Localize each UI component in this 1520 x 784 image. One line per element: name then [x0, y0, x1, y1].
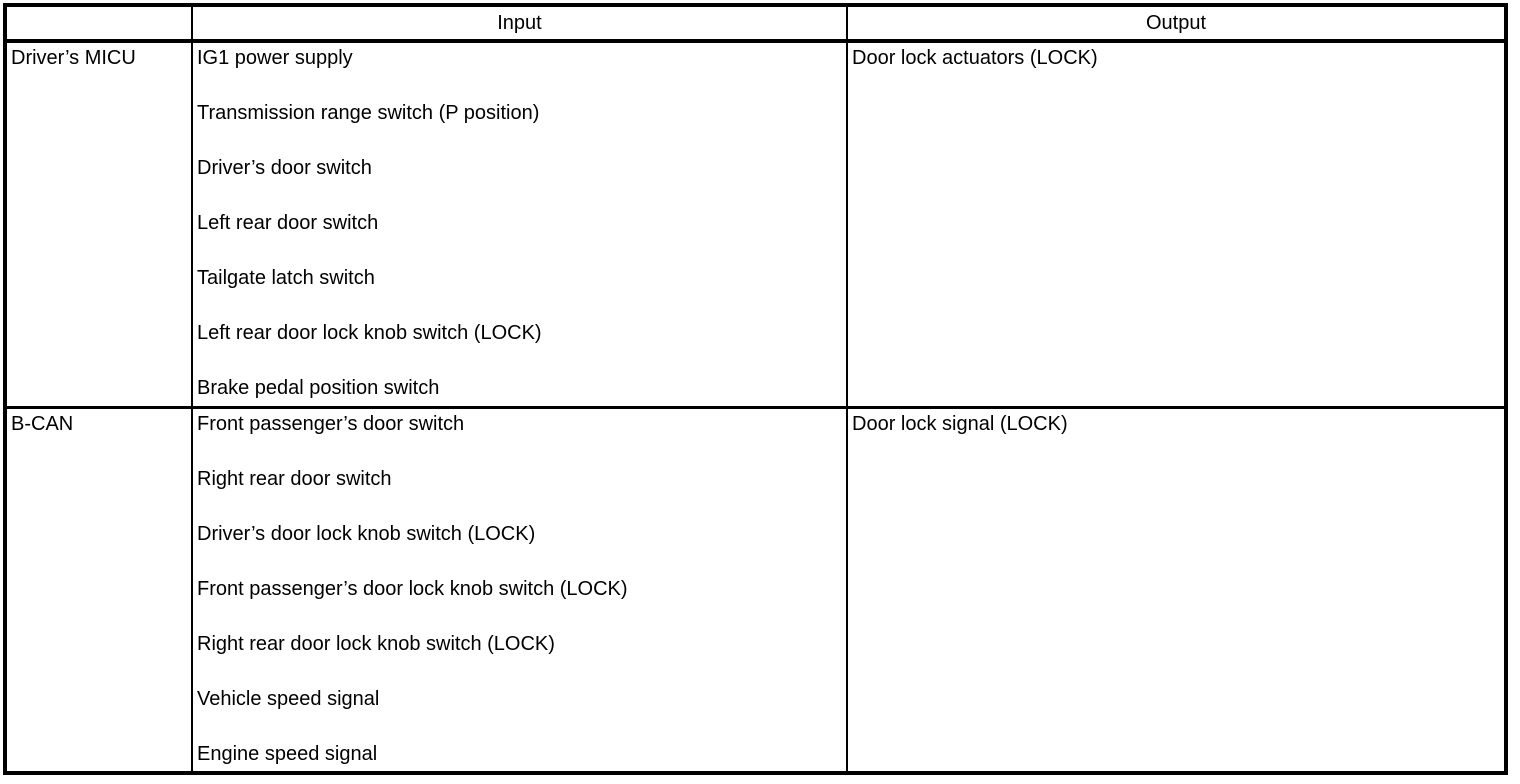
source-cell: Driver’s MICU	[4, 40, 193, 409]
source-label: Driver’s MICU	[11, 47, 136, 69]
input-item: Front passenger’s door lock knob switch …	[197, 578, 628, 600]
header-output-cell: Output	[846, 4, 1507, 43]
input-item: Transmission range switch (P position)	[197, 102, 540, 124]
source-label: B-CAN	[11, 413, 74, 435]
input-item: Driver’s door lock knob switch (LOCK)	[197, 523, 536, 545]
source-cell: B-CAN	[4, 406, 193, 774]
input-item: IG1 power supply	[197, 47, 353, 69]
input-item: Brake pedal position switch	[197, 377, 440, 399]
output-cell: Door lock signal (LOCK)	[846, 406, 1507, 774]
input-item: Left rear door switch	[197, 212, 379, 234]
output-cell: Door lock actuators (LOCK)	[846, 40, 1507, 409]
input-item: Vehicle speed signal	[197, 688, 380, 710]
header-row: Input Output	[4, 4, 1507, 43]
input-item: Right rear door lock knob switch (LOCK)	[197, 633, 555, 655]
header-input-cell: Input	[191, 4, 848, 43]
output-item: Door lock signal (LOCK)	[852, 413, 1068, 435]
output-item: Door lock actuators (LOCK)	[852, 47, 1098, 69]
input-item: Tailgate latch switch	[197, 267, 375, 289]
input-output-table: Input Output Driver’s MICU IG1 power sup…	[3, 3, 1508, 775]
input-item: Engine speed signal	[197, 743, 378, 765]
input-item: Front passenger’s door switch	[197, 413, 465, 435]
header-source-cell	[4, 4, 193, 43]
input-item: Right rear door switch	[197, 468, 392, 490]
input-item: Left rear door lock knob switch (LOCK)	[197, 322, 542, 344]
input-item: Driver’s door switch	[197, 157, 372, 179]
